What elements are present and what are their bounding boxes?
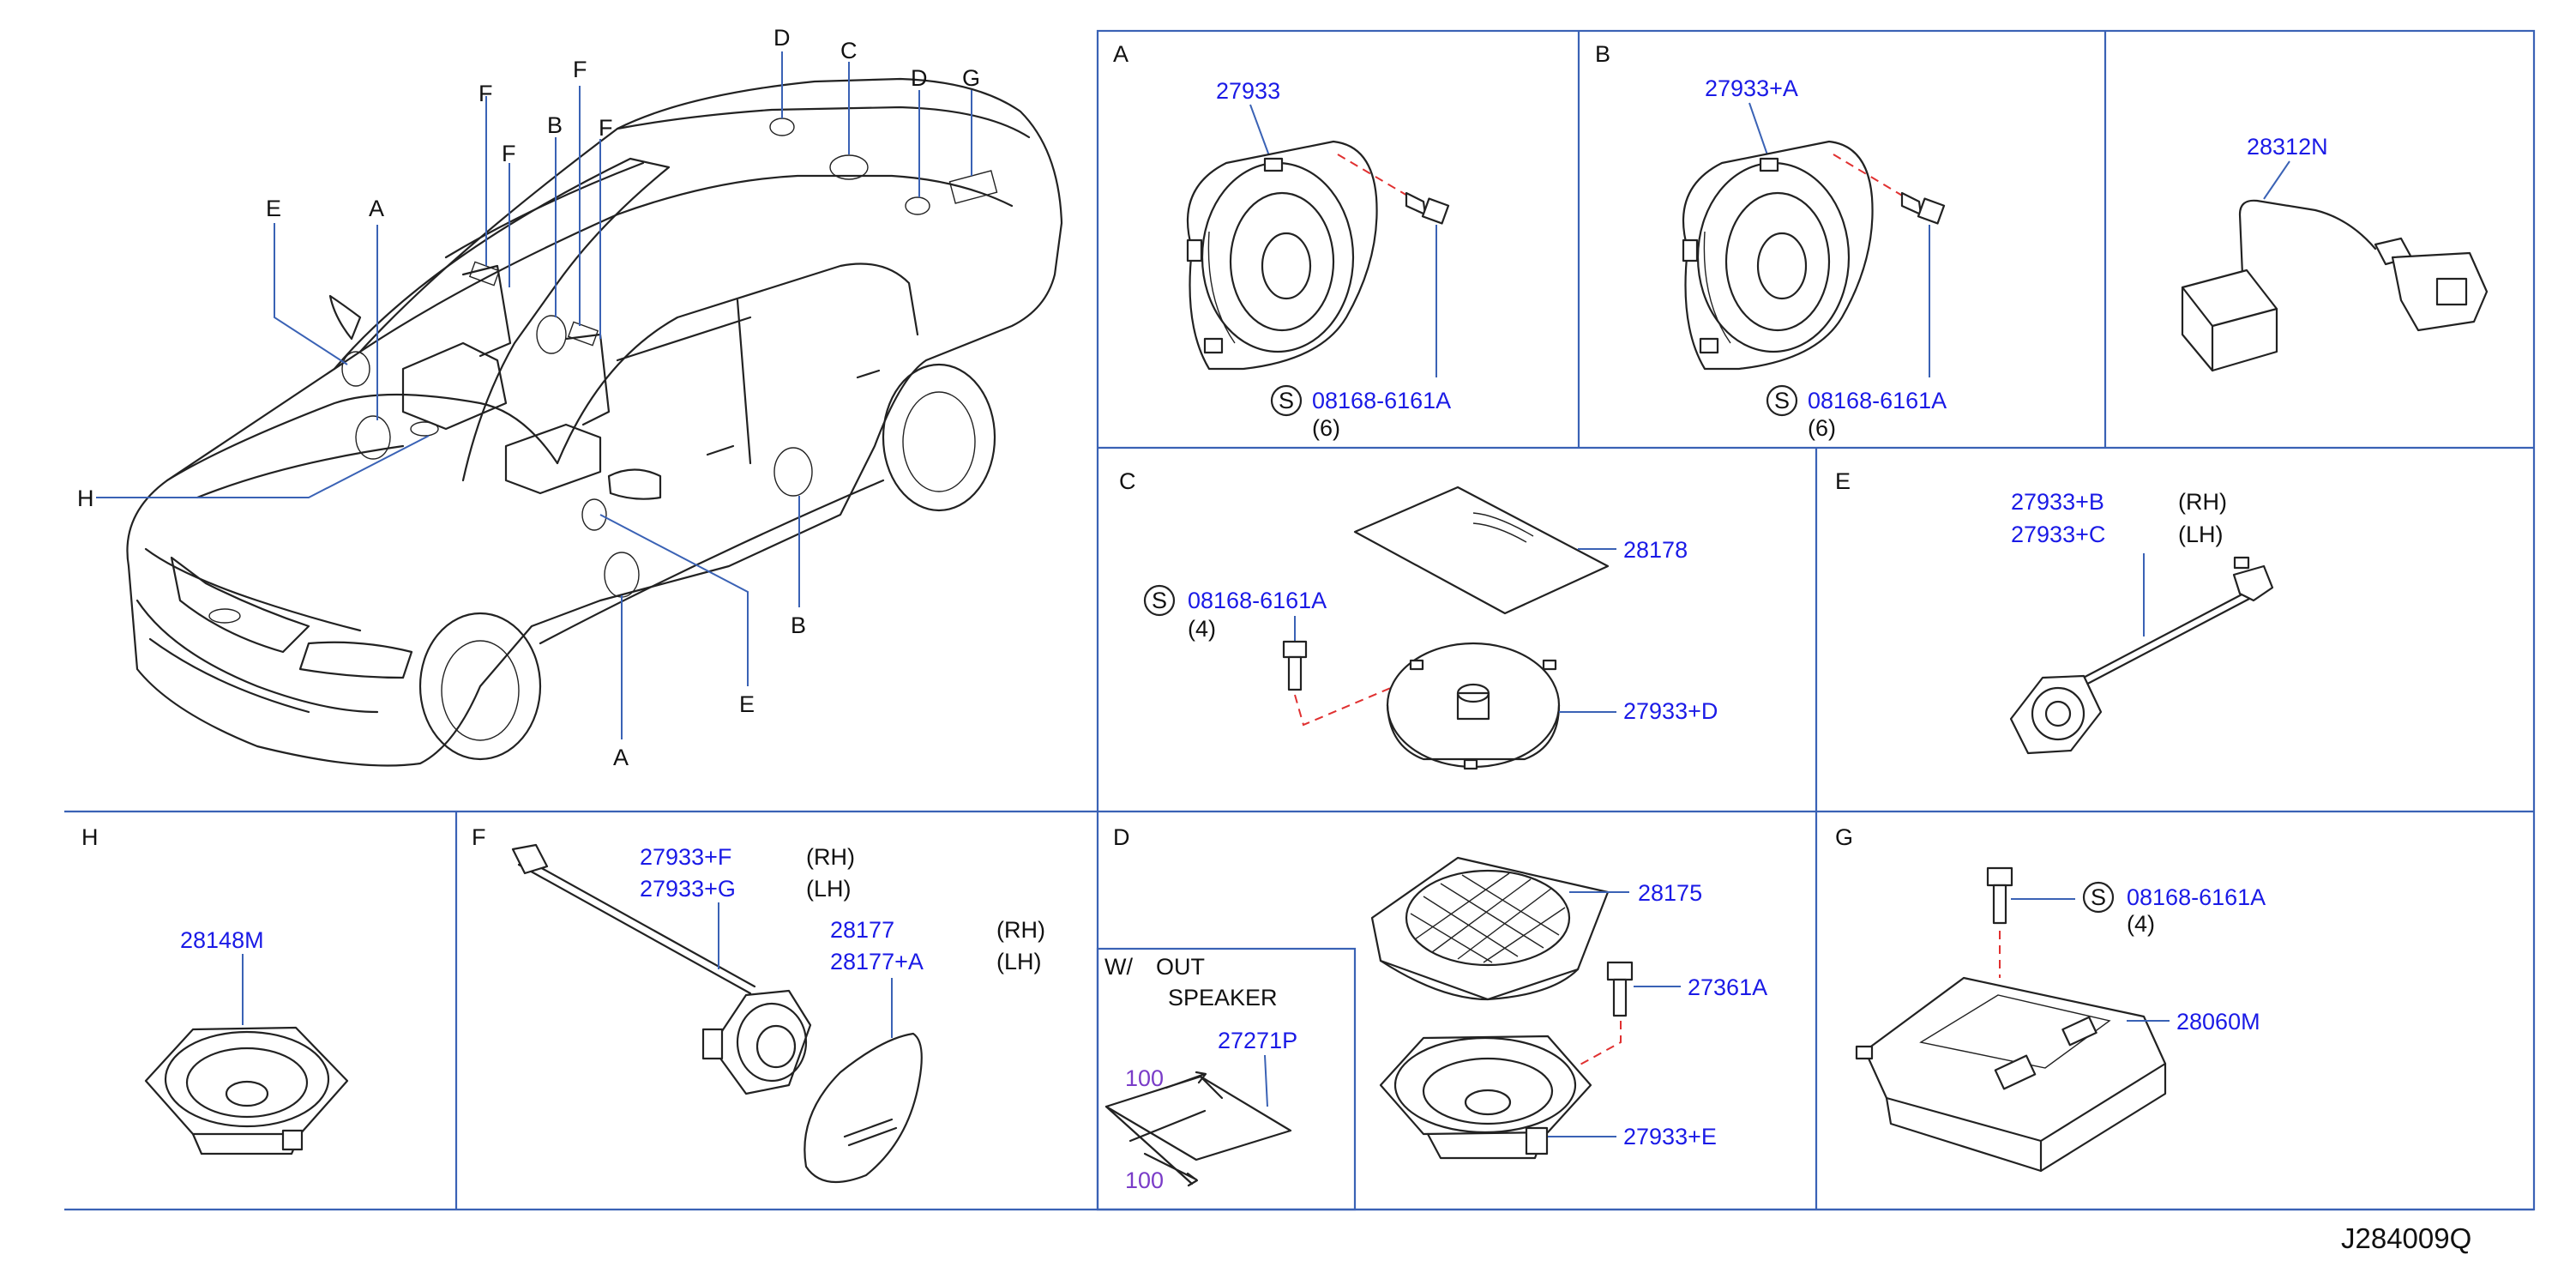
speaker-cover-pad: [1353, 486, 1610, 615]
callout-f-2: F: [502, 141, 516, 166]
speaker-h: [144, 1026, 349, 1155]
panel-g-s-circle: [2082, 881, 2115, 914]
panel-c: C 28178 S 08168-6161A (4) 27933+D: [1119, 468, 1718, 770]
panel-h-speaker-part: 28148M: [180, 927, 264, 953]
callout-h: H: [77, 486, 94, 511]
speaker-d: [1379, 1035, 1592, 1160]
panel-c-s-circle: [1143, 584, 1176, 617]
panel-b: B 27933+A S 08168-6161A (6): [1595, 41, 1947, 441]
panel-c-speaker-part: 27933+D: [1623, 698, 1718, 724]
panel-c-letter: C: [1119, 468, 1136, 494]
panel-f-letter: F: [472, 824, 486, 850]
panel-f-cover-lh-part: 28177+A: [830, 949, 924, 974]
callout-e-top: E: [266, 196, 281, 221]
callout-d-rear: D: [911, 65, 928, 91]
callout-e-side: E: [739, 691, 755, 717]
panel-e-rh-part: 27933+B: [2011, 489, 2104, 515]
panel-a-screw-qty: (6): [1312, 415, 1340, 441]
panel-d-speaker-part: 27933+E: [1623, 1124, 1717, 1149]
tweeter-cover-f: [803, 1032, 923, 1184]
panel-b-screw-part: 08168-6161A: [1808, 388, 1947, 413]
inset-w: W/: [1104, 954, 1133, 980]
bolt-d: [1606, 961, 1634, 1017]
inset-tape-part: 27271P: [1218, 1028, 1297, 1053]
panel-d-letter: D: [1113, 824, 1130, 850]
diagram-reference-code: J284009Q: [2341, 1222, 2471, 1254]
screw-c: [1282, 640, 1308, 691]
screw-b: [1900, 191, 1946, 225]
panel-a: A 27933 S 08168-6161A (6): [1113, 41, 1451, 441]
callout-b-top: B: [547, 112, 563, 138]
panel-e-lh-label: (LH): [2178, 522, 2224, 547]
inset-dim-1: 100: [1125, 1065, 1164, 1091]
panel-g-amp-part: 28060M: [2176, 1009, 2260, 1035]
panel-b-s-symbol: S: [1774, 388, 1790, 413]
panel-f-lh-label: (LH): [806, 876, 852, 902]
round-speaker-c: [1386, 642, 1561, 770]
callout-d-front: D: [773, 25, 791, 51]
panel-a-screw-part: 08168-6161A: [1312, 388, 1451, 413]
panel-h-letter: H: [81, 824, 99, 850]
panel-b-screw-qty: (6): [1808, 415, 1836, 441]
panel-d: D 28175 27361A: [1104, 824, 1767, 1193]
panel-e-lh-part: 27933+C: [2011, 522, 2105, 547]
panel-b-speaker-part: 27933+A: [1705, 75, 1798, 101]
speaker-grille-d: [1370, 856, 1610, 1001]
panel-f-rh-label: (RH): [806, 844, 855, 870]
panel-c-screw-qty: (4): [1188, 616, 1216, 642]
callout-f-1: F: [478, 81, 493, 106]
screw-g: [1986, 866, 2013, 925]
panel-f-cover-rh-label: (RH): [996, 917, 1045, 943]
panel-g-s-symbol: S: [2091, 884, 2106, 910]
panel-c-s-symbol: S: [1152, 588, 1167, 613]
panel-f-cover-rh-part: 28177: [830, 917, 894, 943]
panel-g-screw-qty: (4): [2127, 911, 2155, 937]
panel-e-letter: E: [1835, 468, 1851, 494]
tweeter-e: [2009, 674, 2103, 755]
tweeter-f: [701, 989, 812, 1095]
panel-a-speaker-part: 27933: [1216, 78, 1280, 104]
panel-f-lh-part: 27933+G: [640, 876, 736, 902]
panel-f: F 27933+F (RH) 27933+G (LH) 28177 (RH) 2…: [472, 824, 1045, 1184]
amplifier-g: [1855, 976, 2167, 1173]
panel-a-s-symbol: S: [1279, 388, 1294, 413]
callout-f-4: F: [599, 115, 613, 141]
panel-e: E 27933+B (RH) 27933+C (LH): [1835, 468, 2274, 755]
panel-e-rh-label: (RH): [2178, 489, 2227, 515]
panel-n-unit-part: 28312N: [2247, 134, 2328, 160]
vehicle-leaders: [96, 51, 972, 739]
callout-a-top: A: [369, 196, 384, 221]
panel-antenna-unit: 28312N: [2181, 134, 2489, 372]
callout-c: C: [840, 38, 858, 63]
panel-g-screw-part: 08168-6161A: [2127, 884, 2266, 910]
callout-g: G: [962, 65, 980, 91]
inset-dim-2: 100: [1125, 1167, 1164, 1193]
inset-speaker: SPEAKER: [1168, 985, 1278, 1011]
panel-h: H 28148M: [81, 824, 349, 1155]
callout-a-side: A: [613, 745, 629, 770]
callout-f-3: F: [573, 57, 587, 82]
panel-g-letter: G: [1835, 824, 1853, 850]
panel-a-s-circle: [1270, 384, 1303, 417]
panel-grid: [64, 29, 2536, 1211]
panel-c-screw-part: 08168-6161A: [1188, 588, 1327, 613]
panel-g: G S 08168-6161A (4) 28060M: [1835, 824, 2266, 1173]
panel-d-grille-part: 28175: [1638, 880, 1702, 906]
panel-f-rh-part: 27933+F: [640, 844, 731, 870]
screw-a: [1405, 191, 1450, 225]
door-speaker-a: [1186, 140, 1378, 371]
inset-out: OUT: [1156, 954, 1205, 980]
door-speaker-b: [1682, 140, 1874, 371]
panel-b-s-circle: [1766, 384, 1798, 417]
callout-b-side: B: [791, 612, 806, 638]
panel-c-cover-part: 28178: [1623, 537, 1688, 563]
panel-d-bolt-part: 27361A: [1688, 974, 1767, 1000]
panel-b-letter: B: [1595, 41, 1610, 67]
vehicle-illustration: [126, 77, 1063, 767]
panel-f-cover-lh-label: (LH): [996, 949, 1042, 974]
panel-a-letter: A: [1113, 41, 1129, 67]
